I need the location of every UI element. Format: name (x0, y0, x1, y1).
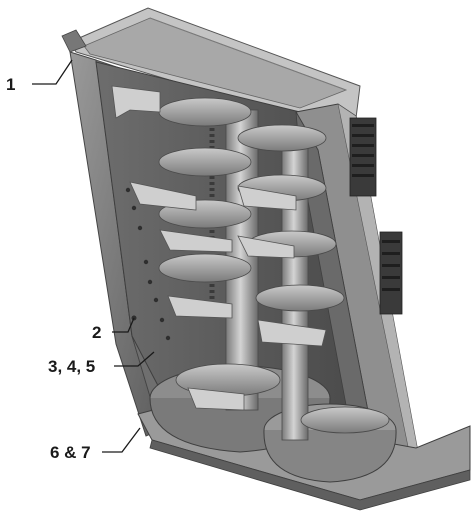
callout-label-3-4-5: 3, 4, 5 (48, 357, 96, 376)
left-rotor-discs (158, 97, 281, 397)
right-rotor-discs (237, 124, 390, 434)
leader-1 (32, 59, 73, 85)
top-frame-plate (61, 7, 361, 119)
right-gear-boxes (349, 117, 403, 315)
callout-label-6-7: 6 & 7 (50, 443, 91, 462)
callout-label-2: 2 (92, 323, 102, 342)
knife-blades (111, 85, 327, 411)
callout-leaders (32, 59, 155, 453)
bolt-holes (125, 187, 171, 341)
leader-4 (102, 427, 141, 453)
callout-label-1: 1 (6, 75, 16, 94)
leader-2 (112, 317, 135, 333)
leader-3 (114, 351, 155, 367)
